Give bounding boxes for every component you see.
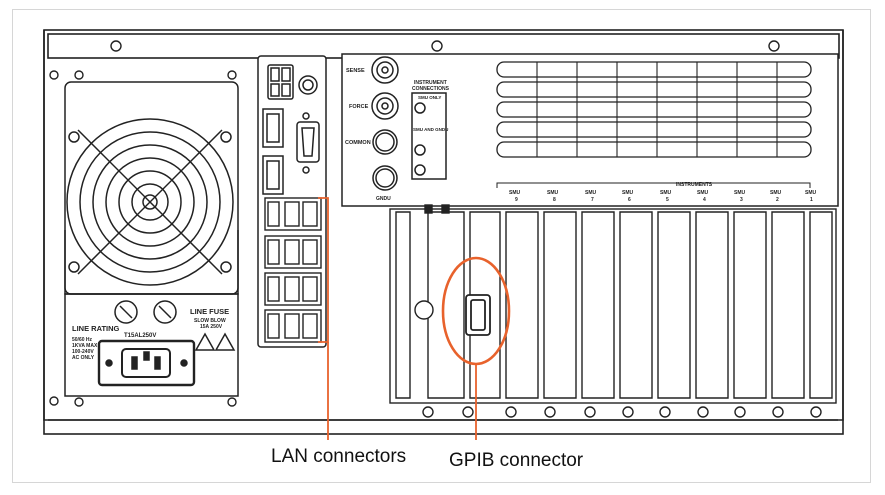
rating-line-4: AC ONLY [72,355,95,361]
lan-ports [264,197,322,343]
line-fuse-label: LINE FUSE [190,307,229,316]
fuse-line-1: SLOW BLOW [194,318,226,324]
slot-number: 7 [591,197,594,203]
slot-label: SMU [585,190,597,196]
instrument-connections-label-1: INSTRUMENT [414,80,447,86]
card-screws [422,406,822,418]
instrument-connections-panel [341,53,839,207]
expansion-cards [389,204,837,404]
lan-port-1 [264,197,322,231]
fuse-part-label: T15AL250V [124,333,156,339]
force-connector [371,92,399,120]
figure-frame [12,9,871,483]
common-connector [372,129,398,155]
slot-label: SMU [697,190,709,196]
fan-guard [66,118,234,286]
rating-line-2: 1KVA MAX [72,343,98,349]
power-labels: LINE RATING 50/60 Hz 1KVA MAX 100-240V A… [72,307,229,361]
sense-connector [371,56,399,84]
instruments-label: INSTRUMENTS [676,182,713,188]
slot-label: SMU [805,190,817,196]
lan-connectors-callout: LAN connectors [271,446,407,467]
instrument-panel-labels: SENSE FORCE COMMON GNDU INSTRUMENT CONNE… [345,68,713,202]
rating-line-3: 100-240V [72,349,94,355]
gpib-callout-highlight [441,256,511,440]
gpib-port [465,294,491,336]
lan-port-3 [264,272,322,306]
power-supply-module [64,81,239,397]
slot-label: SMU [547,190,559,196]
gpib-connector-callout: GPIB connector [449,450,584,471]
smu-only-label: SMU ONLY [418,95,441,100]
power-inlet [97,339,196,387]
slot-label: SMU [660,190,672,196]
gndu-label: GNDU [376,196,391,202]
slot-label: SMU [622,190,634,196]
rating-line-1: 50/60 Hz [72,337,93,343]
lan-callout-bracket [318,197,329,440]
line-rating-label: LINE RATING [72,324,120,333]
slot-label: SMU [770,190,782,196]
smu-and-gndu-label: SMU AND GNDU [413,127,448,132]
sense-label: SENSE [346,68,365,74]
slot-label: SMU [509,190,521,196]
slot-number: 1 [810,197,813,203]
gndu-connector [372,165,398,191]
slot-number: 3 [740,197,743,203]
slot-number: 5 [666,197,669,203]
vent-slots [496,61,812,158]
slot-number: 4 [703,197,706,203]
slot-number: 9 [515,197,518,203]
lan-port-4 [264,309,322,343]
slot-number: 8 [553,197,556,203]
slot-number: 6 [628,197,631,203]
slot-labels: SMU 9 SMU 8 SMU 7 SMU 6 SMU 5 SMU 4 SMU … [509,190,817,203]
common-label: COMMON [345,140,371,146]
force-label: FORCE [349,104,369,110]
slot-number: 2 [776,197,779,203]
fuse-line-2: 15A 250V [200,324,223,330]
lan-port-2 [264,235,322,269]
slot-label: SMU [734,190,746,196]
instrument-connections-label-2: CONNECTIONS [412,86,450,92]
